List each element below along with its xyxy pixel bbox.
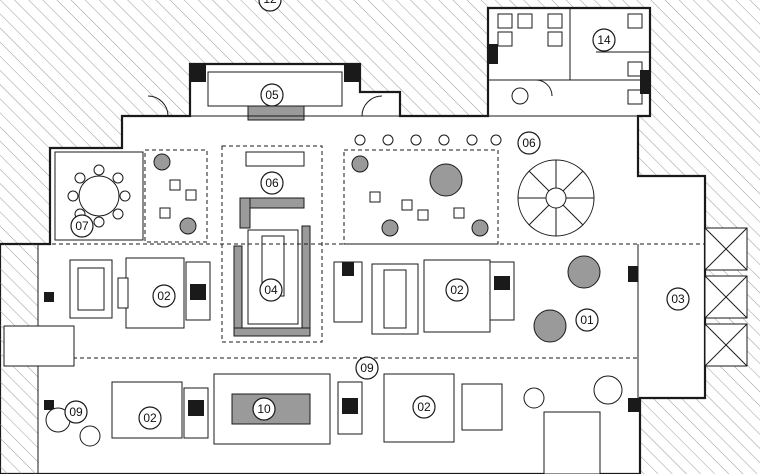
room-tag-restrooms: 14 <box>592 28 616 52</box>
elevator-bank <box>628 227 748 367</box>
room-tag-lobby: 01 <box>575 308 599 332</box>
svg-text:09: 09 <box>360 361 374 375</box>
svg-text:01: 01 <box>580 313 594 327</box>
svg-text:12: 12 <box>263 0 277 6</box>
svg-text:02: 02 <box>450 283 464 297</box>
svg-text:14: 14 <box>597 33 611 47</box>
room-tag-elevators: 03 <box>666 287 690 311</box>
lounge-left <box>117 257 211 329</box>
svg-text:04: 04 <box>264 283 278 297</box>
left-conference-table <box>3 259 113 410</box>
svg-text:09: 09 <box>69 405 83 419</box>
room-tag-round-room: 07 <box>70 214 94 238</box>
room-tag-lounge-bottom: 02 <box>412 395 436 419</box>
spiral-stair <box>517 159 595 237</box>
svg-text:10: 10 <box>257 402 271 416</box>
room-tag-rug-area: 10 <box>252 397 276 421</box>
room-tag-lower-left: 09 <box>64 400 88 424</box>
svg-text:06: 06 <box>265 176 279 190</box>
room-tag-lounge-left: 02 <box>152 284 176 308</box>
round-meeting-room <box>54 151 144 241</box>
upper-right-lounge <box>343 134 502 245</box>
room-tag-upper-right: 06 <box>517 131 541 155</box>
svg-text:02: 02 <box>143 411 157 425</box>
svg-text:02: 02 <box>417 400 431 414</box>
room-tag-lower-mid: 09 <box>355 356 379 380</box>
svg-text:07: 07 <box>75 219 89 233</box>
svg-text:06: 06 <box>522 136 536 150</box>
room-tag-top: 12 <box>258 0 282 12</box>
room-tag-entry: 05 <box>260 83 284 107</box>
room-tag-center-island: 04 <box>259 278 283 302</box>
room-tag-upper-center: 06 <box>260 171 284 195</box>
svg-text:02: 02 <box>157 289 171 303</box>
central-zone <box>221 145 323 343</box>
room-tag-lounge-right: 02 <box>445 278 469 302</box>
svg-text:03: 03 <box>671 292 685 306</box>
svg-text:05: 05 <box>265 88 279 102</box>
upper-left-seating <box>144 149 208 243</box>
restroom-block <box>488 8 650 105</box>
lobby-round-tables <box>523 255 623 409</box>
room-tag-lounge-mid: 02 <box>138 406 162 430</box>
